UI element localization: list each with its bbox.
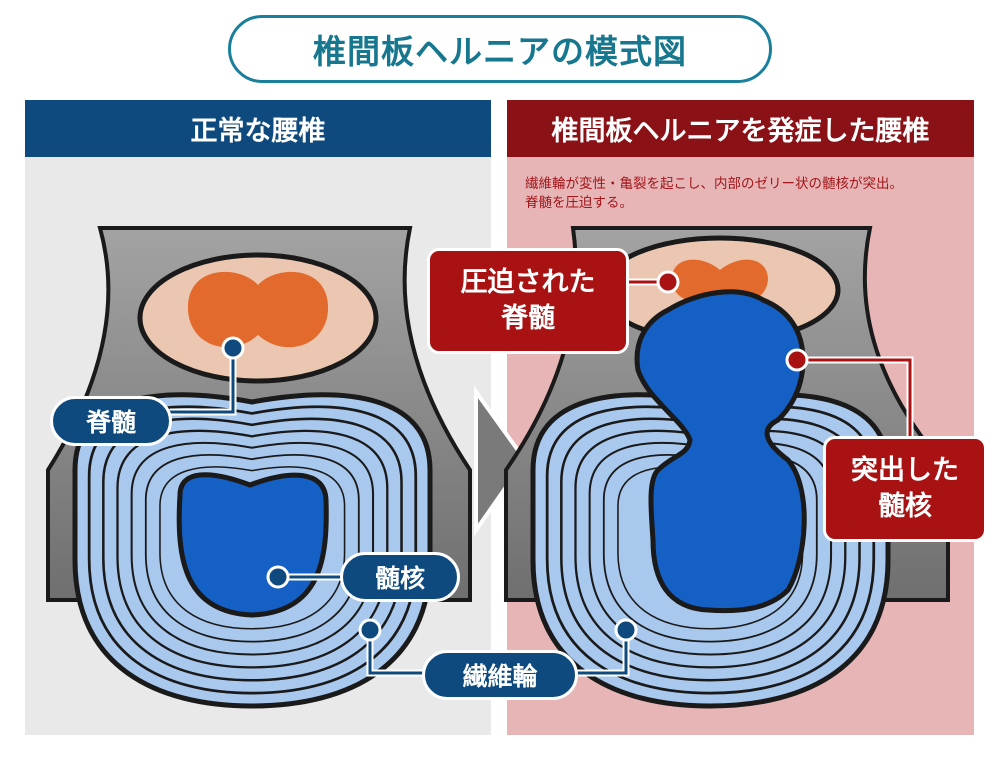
herniated-nucleus [634, 289, 807, 614]
compressed-cord-label: 圧迫された 脊髄 [427, 248, 629, 354]
normal-vertebra [46, 226, 472, 706]
leader-lines-inner [170, 348, 628, 675]
annulus-label: 繊維輪 [422, 650, 578, 700]
spinal-cord [187, 271, 329, 348]
label-line: 髄核 [878, 491, 932, 522]
nucleus-pulposus [176, 472, 329, 618]
nucleus-marker [266, 565, 290, 589]
herniated-description: 繊維輪が変性・亀裂を起こし、内部のゼリー状の髄核が突出。 脊髄を圧迫する。 [525, 175, 903, 213]
annulus-marker [614, 618, 638, 642]
herniated-nucleus-label: 突出した 髄核 [823, 436, 987, 542]
compressed-cord-marker [656, 270, 680, 294]
normal-panel-header: 正常な腰椎 [25, 100, 491, 157]
annulus-marker [358, 618, 382, 642]
spinal-cord-marker [221, 336, 245, 360]
page-title: 椎間板ヘルニアの模式図 [228, 15, 772, 83]
description-line: 脊髄を圧迫する。 [525, 195, 633, 211]
label-line: 突出した [851, 455, 959, 486]
herniated-panel-header: 椎間板ヘルニアを発症した腰椎 [507, 100, 974, 157]
leader-dots [221, 270, 809, 642]
transition-arrow-icon [474, 385, 528, 537]
description-line: 繊維輪が変性・亀裂を起こし、内部のゼリー状の髄核が突出。 [525, 176, 903, 192]
spinal-cord-label: 脊髄 [50, 396, 172, 446]
nucleus-label: 髄核 [340, 552, 460, 602]
label-line: 脊髄 [501, 303, 555, 334]
herniated-nucleus-marker [785, 348, 809, 372]
label-line: 圧迫された [460, 267, 596, 298]
